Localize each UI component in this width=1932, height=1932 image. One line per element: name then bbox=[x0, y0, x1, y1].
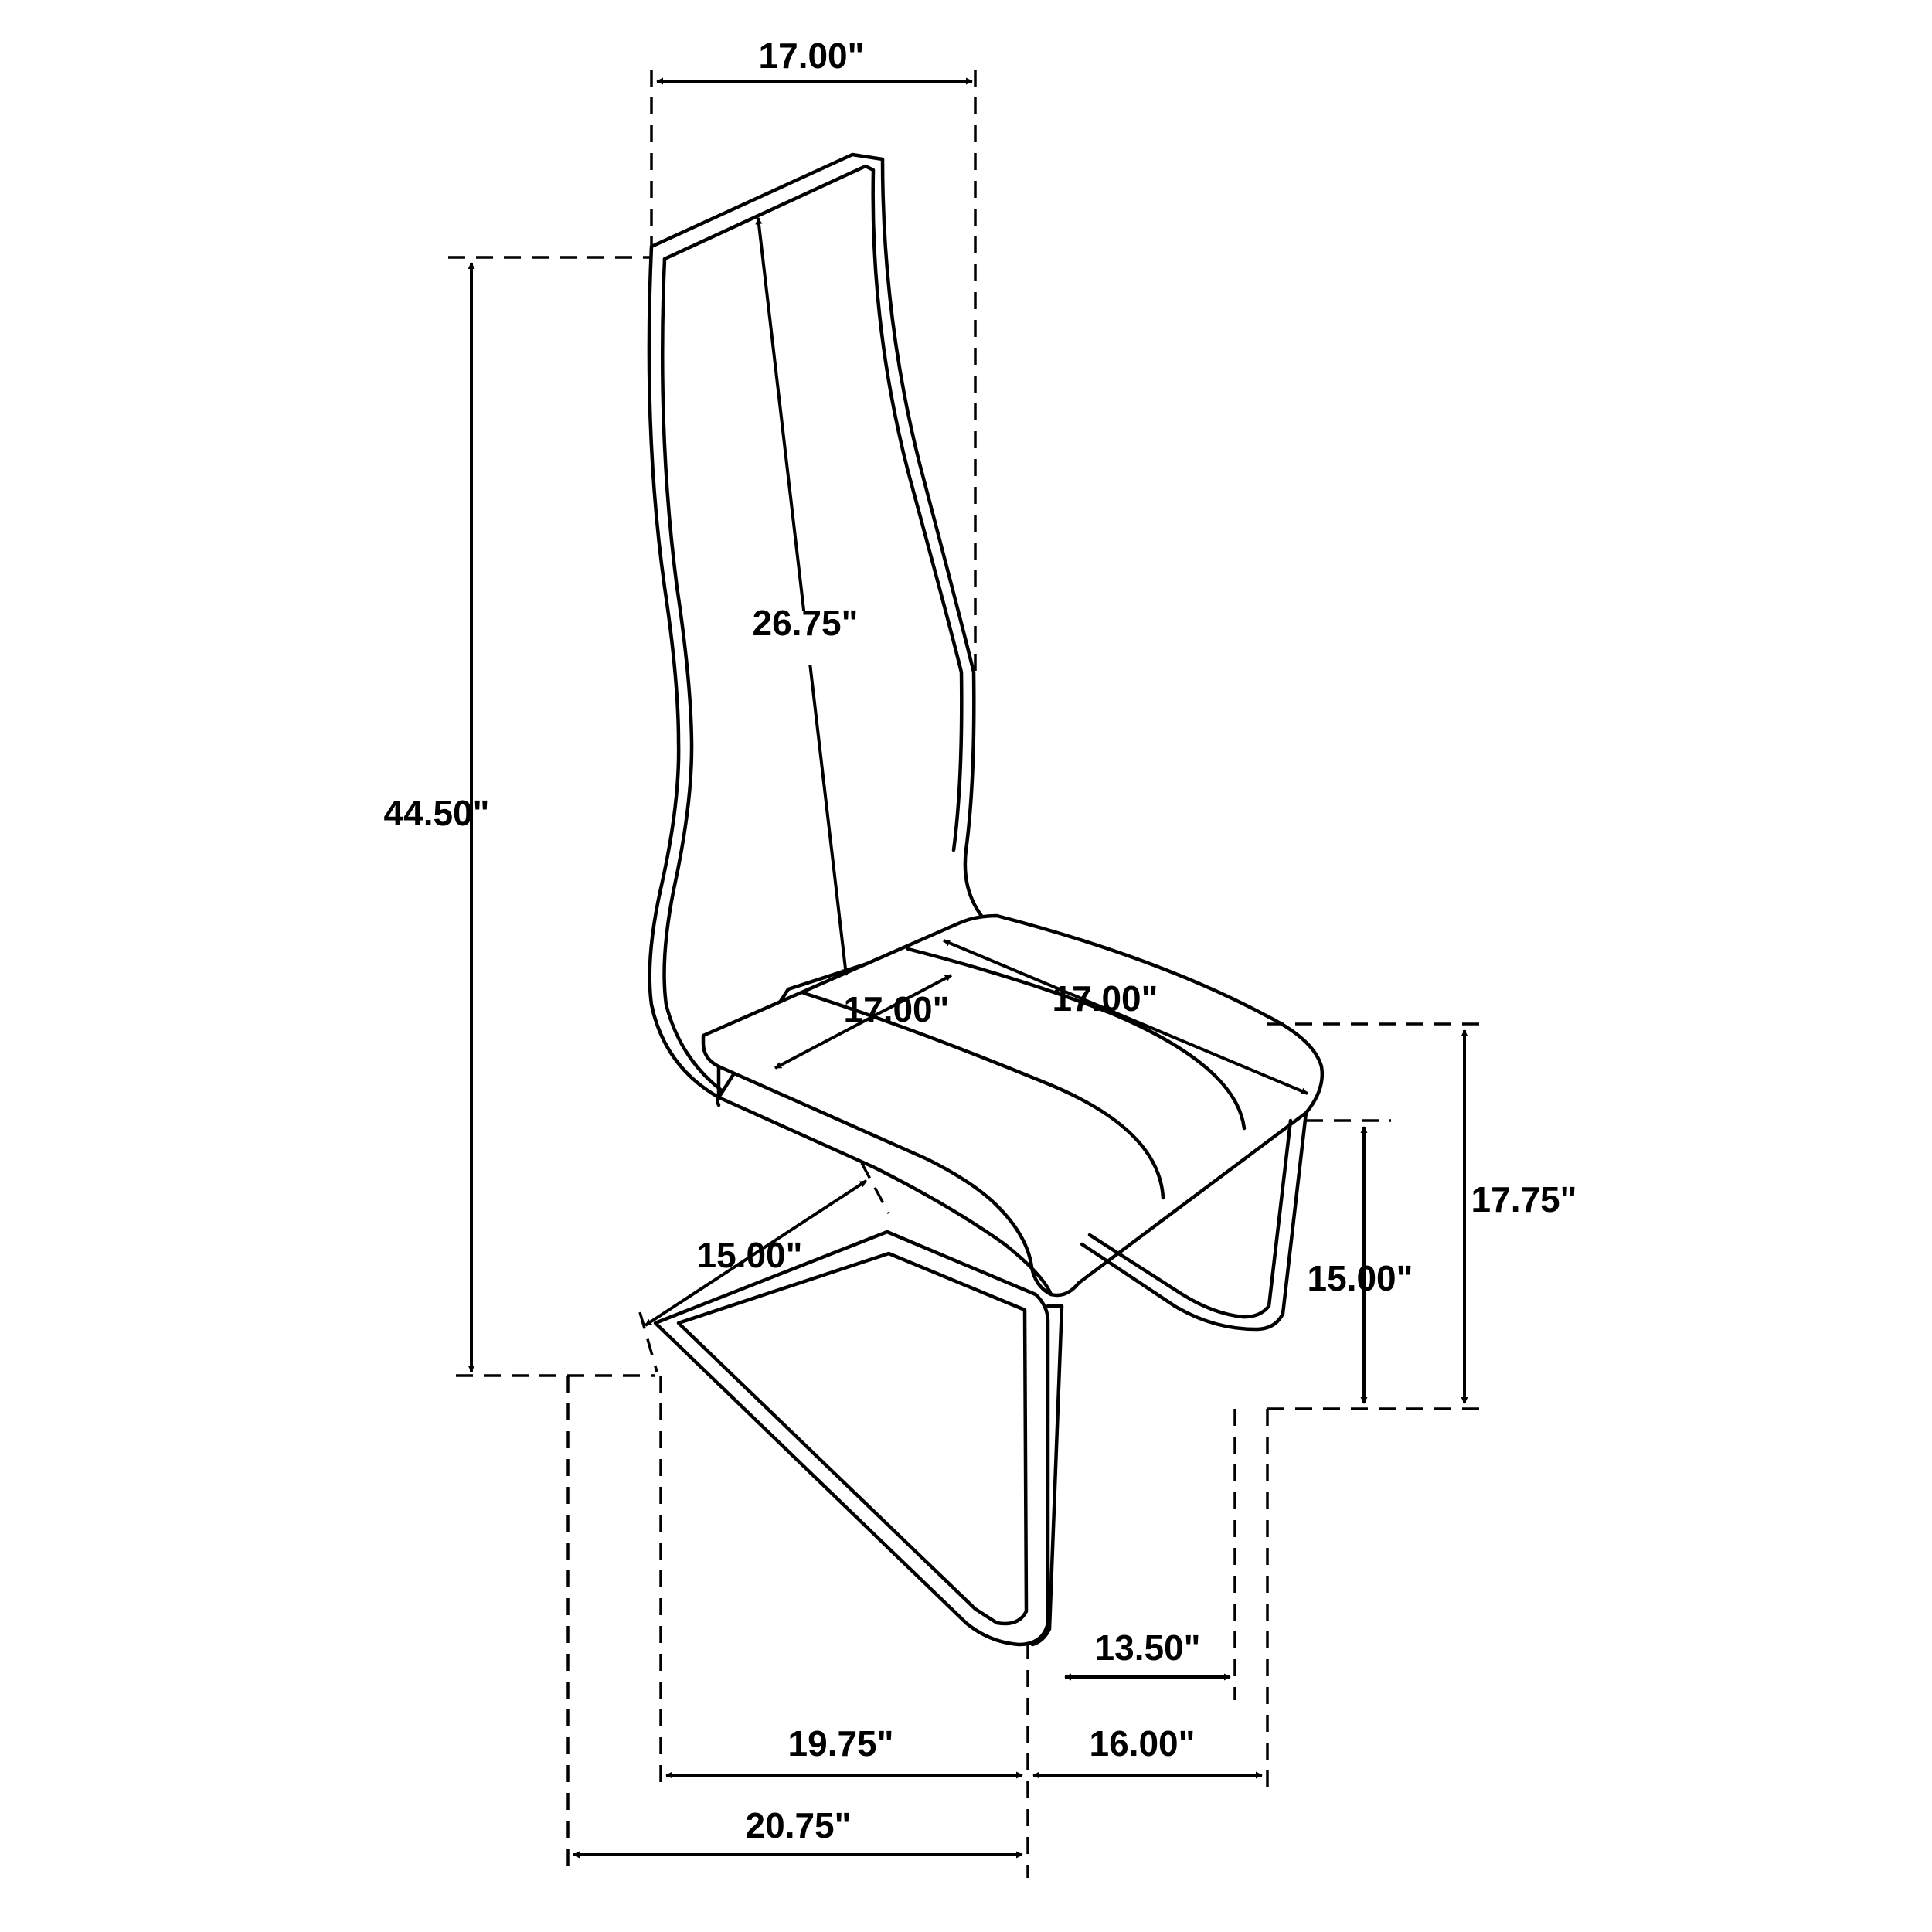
label-back-height: 26.75" bbox=[753, 603, 859, 643]
label-base-depth: 19.75" bbox=[788, 1723, 894, 1764]
label-overall-height: 44.50" bbox=[384, 793, 490, 833]
label-back-width: 17.00" bbox=[759, 36, 865, 76]
chair-backrest-inner bbox=[662, 164, 964, 852]
ext-arm-left-diagonal bbox=[638, 1311, 658, 1372]
label-seat-width: 17.00" bbox=[844, 989, 950, 1029]
dim-line-seat-width bbox=[774, 974, 952, 1070]
label-seat-height-front: 15.00" bbox=[1308, 1258, 1413, 1298]
chair-seat-right-leg bbox=[1080, 1111, 1308, 1332]
dimension-lines bbox=[468, 77, 1468, 1859]
dim-line-seat-depth bbox=[943, 939, 1308, 1095]
label-overall-depth: 20.75" bbox=[746, 1805, 852, 1845]
chair-drawing bbox=[647, 152, 1324, 1647]
label-base-front: 13.50" bbox=[1095, 1628, 1201, 1668]
label-arm-to-base: 15.00" bbox=[697, 1235, 803, 1275]
label-seat-depth: 17.00" bbox=[1053, 978, 1158, 1019]
dim-line-arm-to-base bbox=[644, 1179, 868, 1327]
chair-backrest-left-edge bbox=[660, 257, 725, 1094]
chair-front-leg bbox=[1030, 1304, 1064, 1647]
label-front-overhang: 16.00" bbox=[1090, 1723, 1196, 1764]
dim-line-back-height bbox=[755, 217, 849, 976]
chair-seat-right-leg-inner bbox=[1087, 1118, 1293, 1319]
chair-seat-front-edge bbox=[716, 1064, 1053, 1297]
chair-back-seat-bottom bbox=[716, 1087, 726, 1107]
ext-arm-diagonal bbox=[860, 1162, 890, 1214]
chair-base-inner bbox=[676, 1251, 1029, 1626]
label-seat-height: 17.75" bbox=[1471, 1179, 1577, 1219]
chair-base-frame bbox=[653, 1230, 1050, 1647]
dimension-labels: 17.00" 44.50" 26.75" 17.00" 17.00" 15.00… bbox=[384, 36, 1577, 1845]
